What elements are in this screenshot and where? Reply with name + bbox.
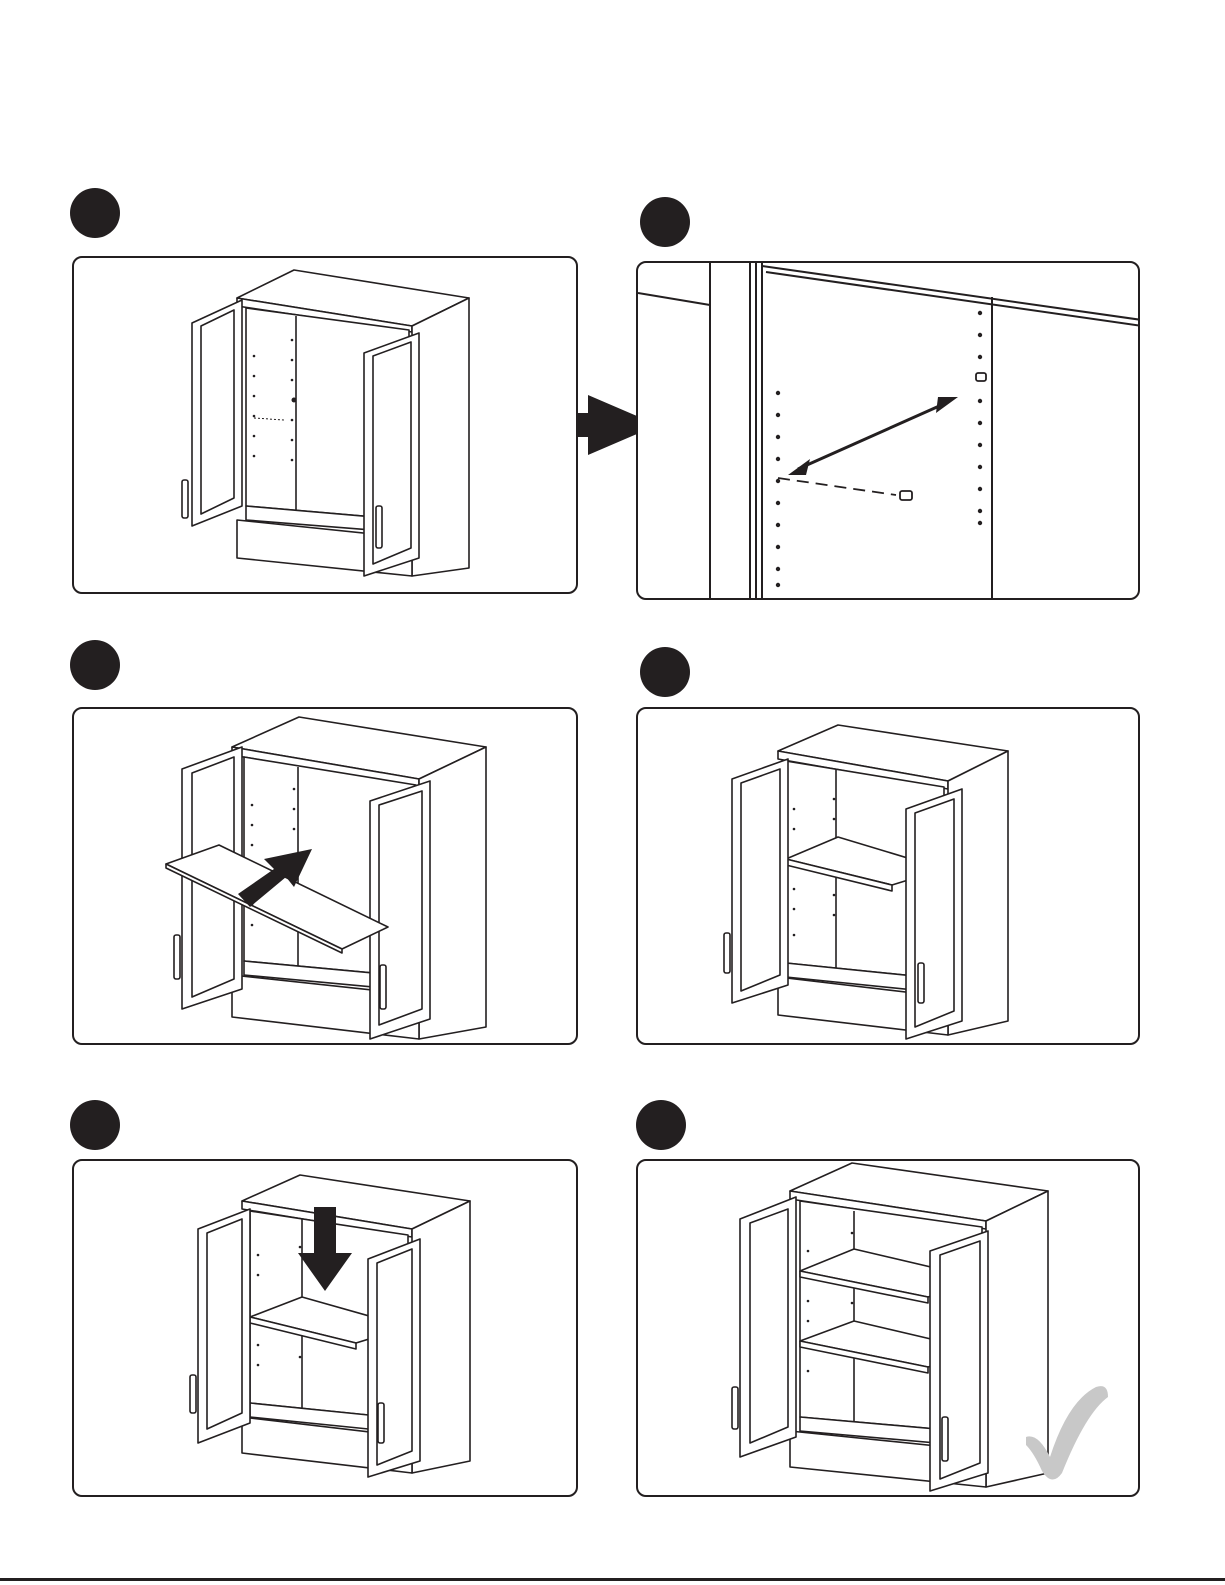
step-6-panel [636, 1159, 1140, 1497]
double-headed-arrow-icon [788, 397, 958, 475]
shelf-pin-closeup-illustration [638, 263, 1140, 600]
shelf-installed-illustration [638, 709, 1140, 1045]
lower-shelf-illustration [74, 1161, 578, 1497]
step-2-panel [636, 261, 1140, 600]
step-2-badge [640, 197, 690, 247]
cabinet-illustration [74, 258, 578, 594]
shelf-pin-holes [776, 311, 982, 587]
step-4-badge [640, 647, 690, 697]
footer-rule [0, 1578, 1225, 1581]
completed-cabinet-illustration [638, 1161, 1140, 1497]
step-1-badge [70, 188, 120, 238]
step-1-panel [72, 256, 578, 594]
step-6-badge [636, 1100, 686, 1150]
step-5-badge [70, 1100, 120, 1150]
step-4-panel [636, 707, 1140, 1045]
step-3-panel [72, 707, 578, 1045]
shelf-pin-icon [900, 373, 986, 500]
insert-shelf-illustration [74, 709, 578, 1045]
step-5-panel [72, 1159, 578, 1497]
step-3-badge [70, 640, 120, 690]
